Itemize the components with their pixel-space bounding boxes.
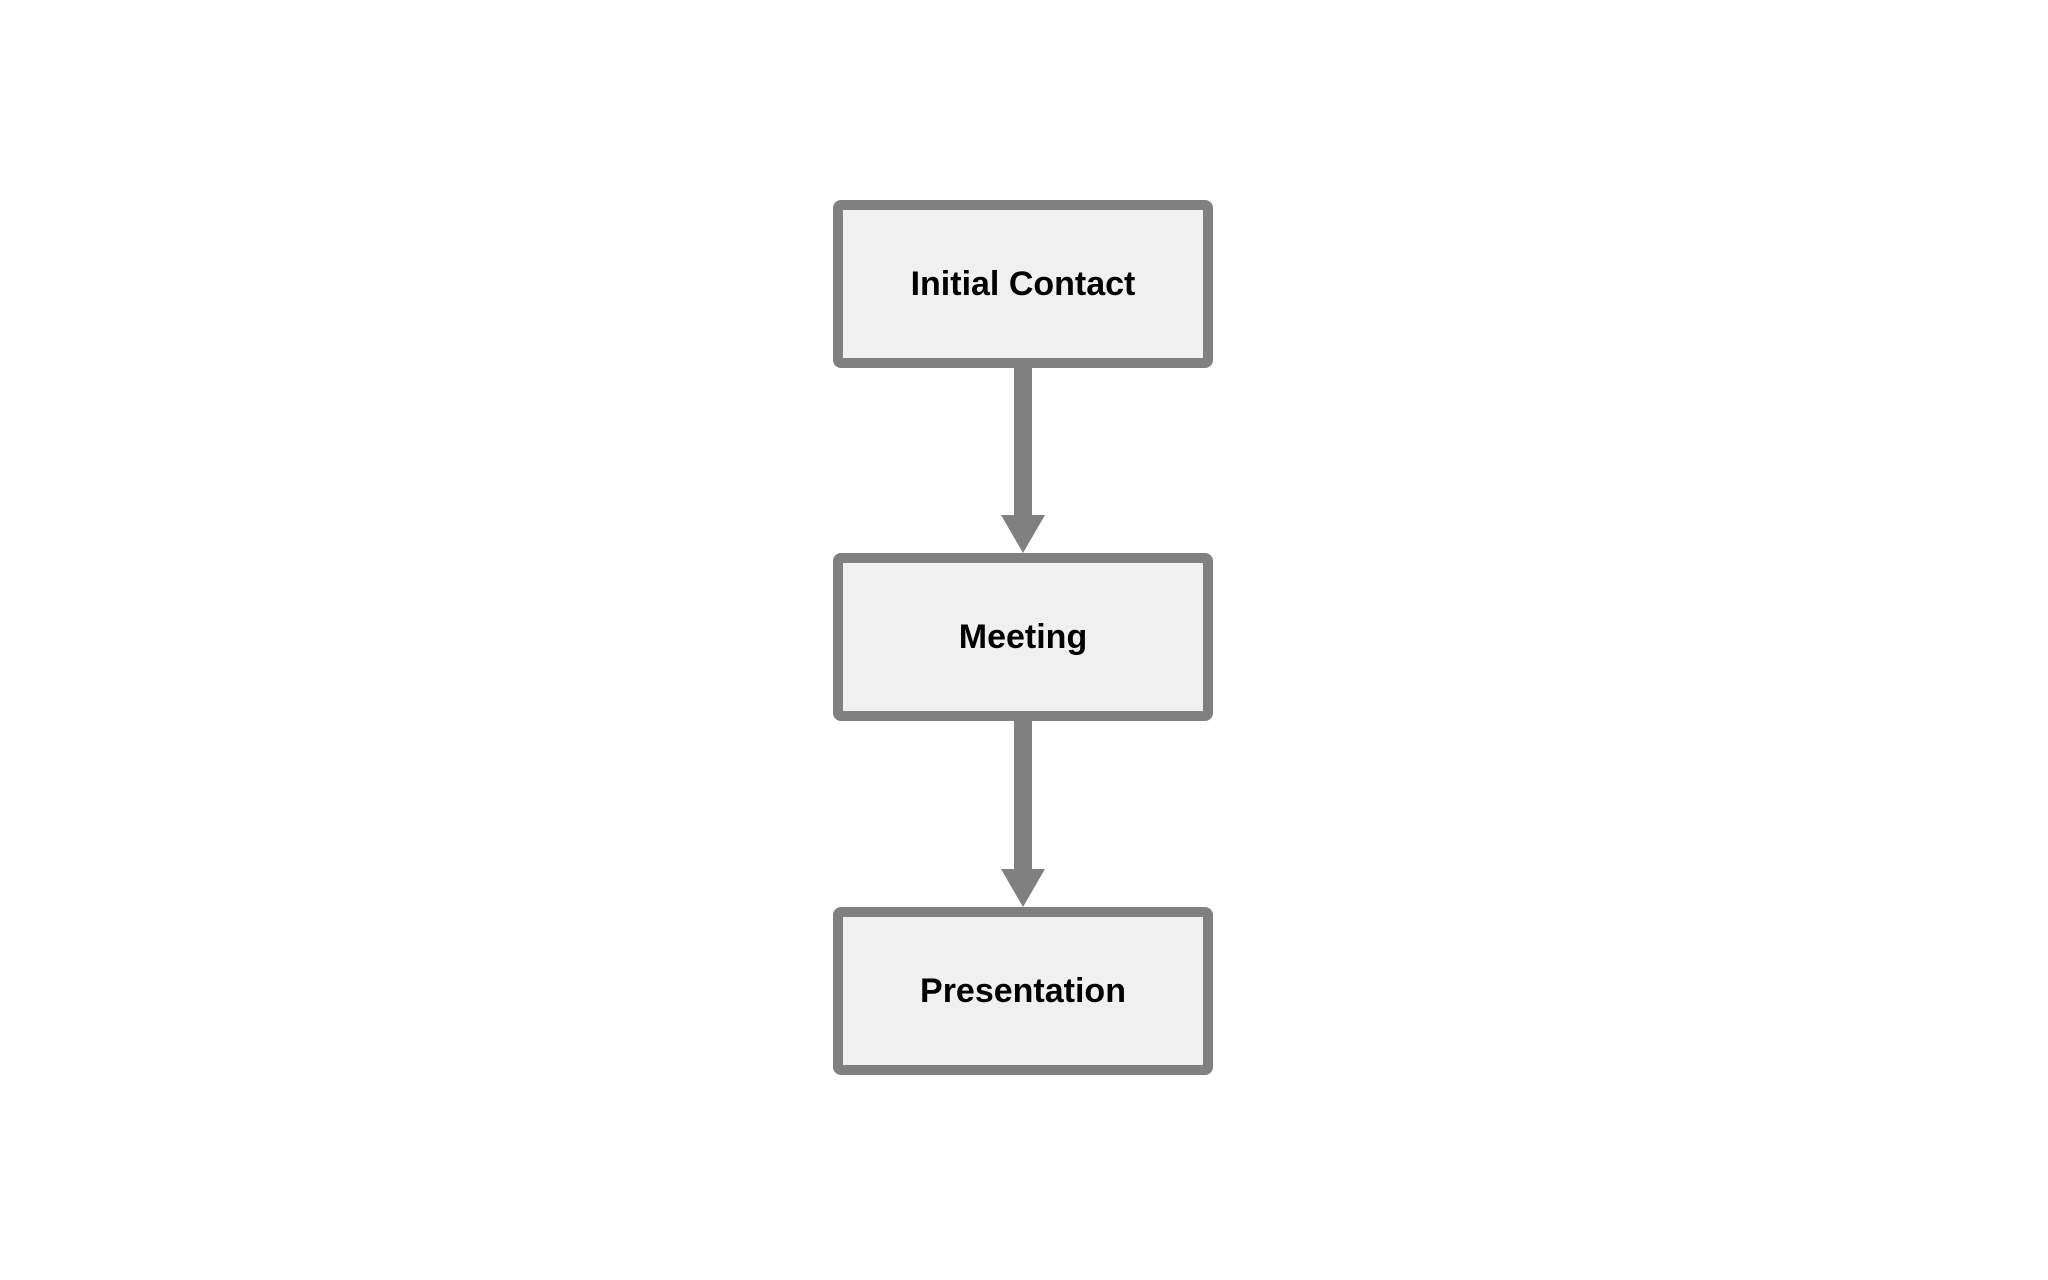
- flowchart-node-meeting: Meeting: [833, 553, 1213, 721]
- flowchart-node-initial-contact: Initial Contact: [833, 200, 1213, 368]
- flow-arrow-initial-contact-to-meeting: [1001, 368, 1045, 553]
- arrow-shaft: [1014, 721, 1032, 869]
- flow-arrow-meeting-to-presentation: [1001, 721, 1045, 907]
- flowchart-node-presentation: Presentation: [833, 907, 1213, 1075]
- arrow-head-icon: [1001, 869, 1045, 907]
- node-label-presentation: Presentation: [920, 971, 1126, 1010]
- node-label-meeting: Meeting: [958, 617, 1088, 656]
- arrow-head-icon: [1001, 515, 1045, 553]
- node-label-initial-contact: Initial Contact: [910, 264, 1136, 303]
- arrow-shaft: [1014, 368, 1032, 515]
